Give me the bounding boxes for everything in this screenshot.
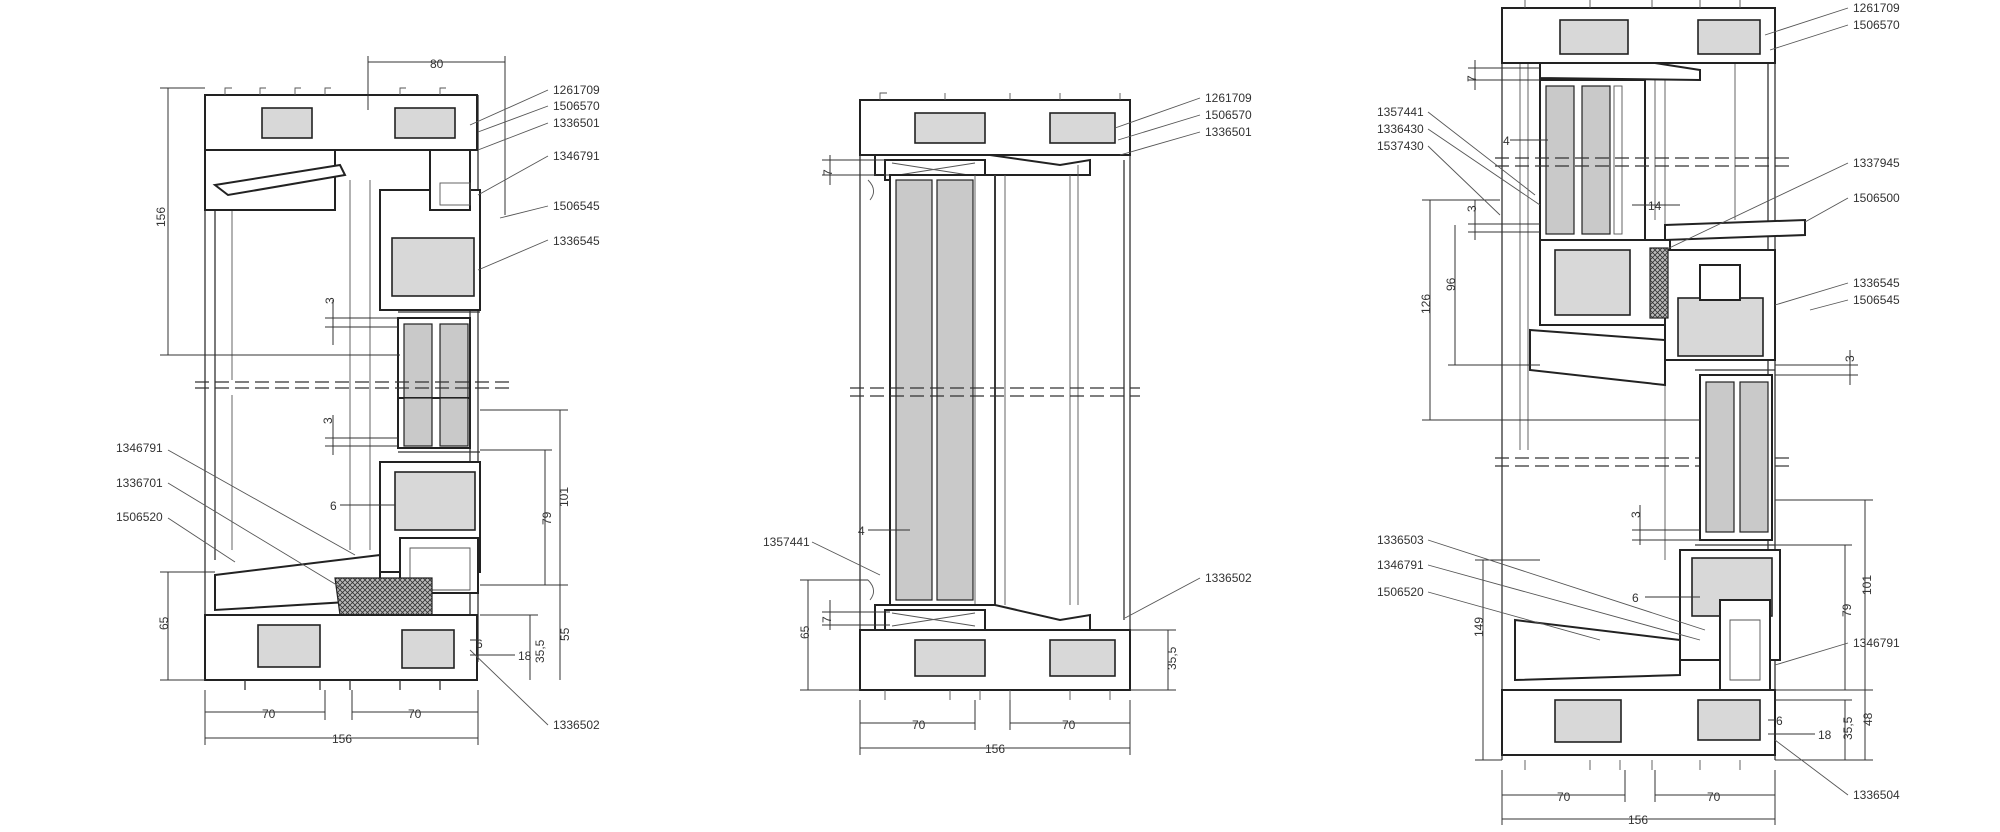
right-dim-3a: 3 bbox=[1465, 205, 1479, 212]
right-dim-4: 4 bbox=[1503, 134, 1510, 148]
right-label-1336430: 1336430 bbox=[1377, 122, 1424, 136]
left-label-1506570: 1506570 bbox=[553, 99, 600, 113]
right-label-1506500: 1506500 bbox=[1853, 191, 1900, 205]
mid-dim-4: 4 bbox=[858, 524, 865, 538]
right-label-1336503: 1336503 bbox=[1377, 533, 1424, 547]
left-dim-80: 80 bbox=[430, 57, 444, 71]
right-label-1537430: 1537430 bbox=[1377, 139, 1424, 153]
mid-label-1506570: 1506570 bbox=[1205, 108, 1252, 122]
right-dim-70a: 70 bbox=[1557, 790, 1571, 804]
left-label-1506520: 1506520 bbox=[116, 510, 163, 524]
right-dim-48: 48 bbox=[1861, 712, 1875, 726]
left-dim-101: 101 bbox=[557, 487, 571, 507]
right-dim-101: 101 bbox=[1860, 575, 1874, 595]
left-dim-6: 6 bbox=[330, 499, 337, 513]
right-dim-149: 149 bbox=[1472, 617, 1486, 637]
right-label-1346791-b: 1346791 bbox=[1853, 636, 1900, 650]
left-label-1261709: 1261709 bbox=[553, 83, 600, 97]
left-dim-79: 79 bbox=[540, 511, 554, 525]
mid-dim-35-5: 35,5 bbox=[1165, 646, 1179, 670]
right-label-1357441: 1357441 bbox=[1377, 105, 1424, 119]
right-dim-6a: 6 bbox=[1632, 591, 1639, 605]
left-dim-70a: 70 bbox=[262, 707, 276, 721]
right-label-1261709: 1261709 bbox=[1853, 1, 1900, 15]
mid-dim-70a: 70 bbox=[912, 718, 926, 732]
left-label-1506545: 1506545 bbox=[553, 199, 600, 213]
mid-label-1336501: 1336501 bbox=[1205, 125, 1252, 139]
left-dim-55: 55 bbox=[558, 627, 572, 641]
right-dim-3c: 3 bbox=[1629, 511, 1643, 518]
left-dim-6b: 6 bbox=[476, 637, 483, 651]
left-dim-70b: 70 bbox=[408, 707, 422, 721]
right-dim-6b: 6 bbox=[1776, 714, 1783, 728]
left-label-1336502: 1336502 bbox=[553, 718, 600, 732]
left-dim-35-5: 35,5 bbox=[533, 639, 547, 663]
left-label-1336545: 1336545 bbox=[553, 234, 600, 248]
mid-dim-156: 156 bbox=[985, 742, 1005, 756]
left-label-1336501: 1336501 bbox=[553, 116, 600, 130]
right-label-1336504: 1336504 bbox=[1853, 788, 1900, 802]
right-section: 7 4 3 14 96 126 3 3 6 101 79 149 bbox=[1377, 0, 1900, 827]
left-label-1336701: 1336701 bbox=[116, 476, 163, 490]
right-dim-96: 96 bbox=[1444, 277, 1458, 291]
right-label-1506545: 1506545 bbox=[1853, 293, 1900, 307]
right-dim-18: 18 bbox=[1818, 728, 1832, 742]
mid-label-1336502: 1336502 bbox=[1205, 571, 1252, 585]
right-dim-3b: 3 bbox=[1843, 355, 1857, 362]
left-section: 80 156 3 3 6 101 79 65 55 bbox=[116, 56, 600, 746]
left-label-1346791: 1346791 bbox=[553, 149, 600, 163]
right-dim-70b: 70 bbox=[1707, 790, 1721, 804]
mid-dim-65: 65 bbox=[798, 625, 812, 639]
mid-dim-7a: 7 bbox=[821, 169, 835, 176]
mid-label-1261709: 1261709 bbox=[1205, 91, 1252, 105]
right-dim-79: 79 bbox=[1840, 603, 1854, 617]
left-dim-65: 65 bbox=[157, 616, 171, 630]
right-label-1346791: 1346791 bbox=[1377, 558, 1424, 572]
left-dim-156-vertical: 156 bbox=[154, 207, 168, 227]
mid-dim-70b: 70 bbox=[1062, 718, 1076, 732]
left-dim-156-bottom: 156 bbox=[332, 732, 352, 746]
right-dim-7: 7 bbox=[1465, 75, 1479, 82]
middle-section: 7 4 7 65 35,5 70 70 156 1261709 1506570 … bbox=[763, 91, 1252, 756]
right-dim-126: 126 bbox=[1419, 294, 1433, 314]
left-dim-3b: 3 bbox=[321, 417, 335, 424]
right-label-1506570: 1506570 bbox=[1853, 18, 1900, 32]
right-dim-14: 14 bbox=[1648, 199, 1662, 213]
mid-label-1357441: 1357441 bbox=[763, 535, 810, 549]
left-label-1346791-b: 1346791 bbox=[116, 441, 163, 455]
left-dim-3a: 3 bbox=[323, 297, 337, 304]
right-label-1337945: 1337945 bbox=[1853, 156, 1900, 170]
right-label-1506520: 1506520 bbox=[1377, 585, 1424, 599]
right-dim-156: 156 bbox=[1628, 813, 1648, 827]
right-label-1336545: 1336545 bbox=[1853, 276, 1900, 290]
mid-dim-7b: 7 bbox=[820, 616, 834, 623]
left-dim-18: 18 bbox=[518, 649, 532, 663]
right-dim-35-5: 35,5 bbox=[1841, 716, 1855, 740]
